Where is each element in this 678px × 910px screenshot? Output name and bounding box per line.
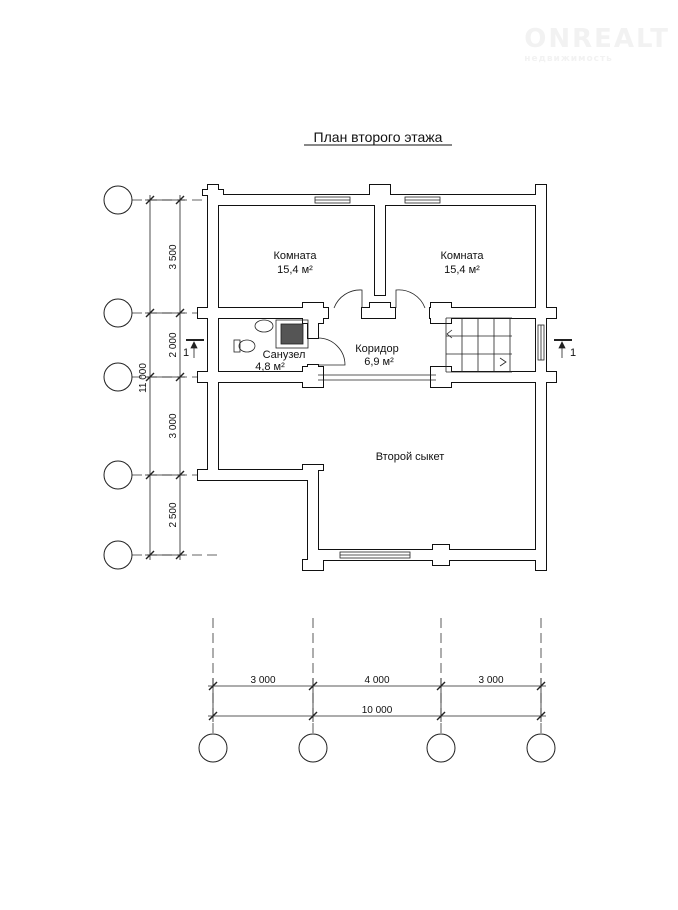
log-wall	[198, 470, 208, 480]
axis-bubble	[298, 733, 328, 763]
room-2-name: Комната	[440, 250, 484, 262]
log-wall	[308, 550, 546, 560]
log-wall	[303, 303, 323, 323]
door	[333, 289, 363, 309]
shower-drain	[280, 323, 304, 345]
axis-bubble	[526, 733, 556, 763]
log-wall	[431, 367, 451, 387]
section-arrow	[558, 341, 566, 349]
log-wall	[208, 470, 318, 480]
bathroom-area: 4,8 м²	[255, 361, 285, 373]
log-wall	[308, 318, 318, 338]
room-1-name: Комната	[273, 250, 317, 262]
log-wall	[198, 308, 208, 318]
walls-fill	[198, 185, 556, 570]
axis-lines	[132, 199, 542, 734]
room-2-area: 15,4 м²	[444, 264, 480, 276]
log-wall	[303, 367, 323, 387]
toilet-tank	[233, 339, 241, 353]
stair-arrow	[446, 329, 507, 367]
toilet	[238, 339, 256, 353]
log-wall	[536, 185, 546, 195]
log-wall	[430, 308, 546, 318]
door	[317, 337, 346, 366]
hdim-2: 4 000	[364, 675, 389, 686]
sink	[254, 319, 274, 333]
log-wall	[433, 545, 449, 565]
door	[395, 289, 426, 309]
vdim-2: 2 000	[168, 332, 179, 357]
fixtures	[186, 196, 572, 559]
hdim-total: 10 000	[362, 705, 393, 716]
log-wall	[375, 195, 385, 295]
log-wall	[208, 195, 218, 480]
log-wall	[431, 303, 451, 323]
section-mark-left: 1	[183, 347, 189, 359]
axis-bubble	[103, 540, 133, 570]
axis-bubble	[103, 460, 133, 490]
vdim-4: 2 500	[168, 502, 179, 527]
vdim-total: 11 000	[138, 363, 149, 393]
log-wall	[536, 560, 546, 570]
room-1-area: 15,4 м²	[277, 264, 313, 276]
shower-tray	[275, 319, 309, 349]
vdim-1: 3 500	[168, 244, 179, 269]
axis-bubble	[103, 185, 133, 215]
axis-bubble	[103, 362, 133, 392]
section-mark-right: 1	[570, 347, 576, 359]
attic-room-name: Второй сыкет	[376, 451, 445, 463]
log-wall	[546, 372, 556, 382]
log-wall	[370, 185, 390, 195]
log-wall	[208, 372, 318, 382]
axis-bubbles	[103, 185, 556, 763]
log-wall	[208, 308, 328, 318]
plan-title: План второго этажа	[314, 129, 443, 145]
dimension-lines	[145, 195, 546, 722]
section-arrow	[190, 341, 198, 349]
bathroom-name: Санузел	[263, 349, 306, 361]
log-wall	[208, 185, 218, 195]
log-wall	[370, 303, 390, 318]
log-wall	[308, 470, 318, 560]
log-wall	[303, 560, 323, 570]
corridor-area: 6,9 м²	[364, 356, 394, 368]
hdim-3: 3 000	[478, 675, 503, 686]
vdim-3: 3 000	[168, 413, 179, 438]
axis-bubble	[198, 733, 228, 763]
log-wall	[198, 372, 208, 382]
hdim-1: 3 000	[250, 675, 275, 686]
log-wall	[303, 465, 323, 470]
log-wall	[436, 372, 546, 382]
axis-bubble	[103, 298, 133, 328]
log-wall	[546, 308, 556, 318]
axis-bubble	[426, 733, 456, 763]
corridor-name: Коридор	[355, 343, 398, 355]
